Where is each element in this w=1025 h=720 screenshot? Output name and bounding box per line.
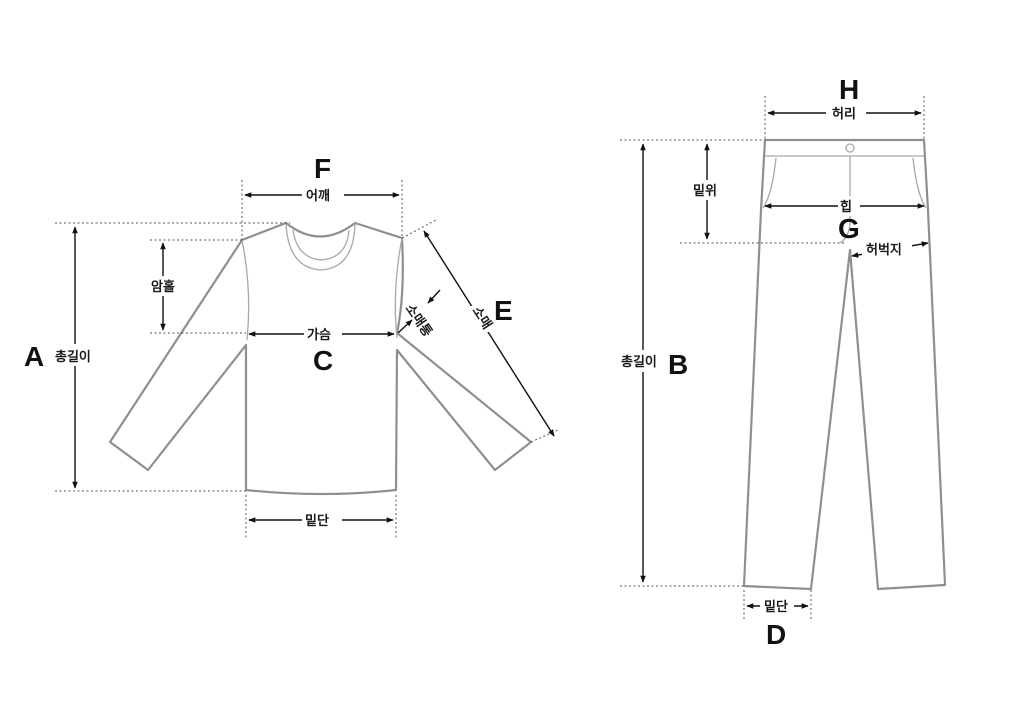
letter-d: D <box>766 619 786 650</box>
pants-labels: H 허리 밑위 힙 G 허벅지 총길이 B 밑단 D <box>621 74 902 650</box>
waist-button <box>845 143 855 153</box>
label-waist: 허리 <box>832 106 856 122</box>
letter-a: A <box>24 341 44 372</box>
letter-h: H <box>839 74 859 105</box>
letter-f: F <box>314 153 331 184</box>
label-total-length-pants: 총길이 <box>621 354 657 370</box>
label-hip: 힙 <box>840 199 852 215</box>
tshirt-left-armhole-seam <box>241 239 250 341</box>
letter-e: E <box>494 295 513 326</box>
tshirt-illustration <box>108 221 533 496</box>
label-rise: 밑위 <box>693 183 717 199</box>
label-total-length-top: 총길이 <box>55 349 91 365</box>
fly-seam <box>839 156 851 244</box>
letter-b: B <box>668 349 688 380</box>
label-hem-pants: 밑단 <box>764 599 788 615</box>
tshirt-collar-rib <box>292 229 350 261</box>
tshirt-labels: A 총길이 암홀 F 어깨 가슴 C 밑단 소매통 소매 E <box>24 153 513 529</box>
letter-c: C <box>313 345 333 376</box>
label-sleeve-opening: 소매통 <box>402 302 435 340</box>
tshirt-right-armhole-seam <box>394 237 403 339</box>
sleeve-opening-arrow <box>397 319 413 334</box>
letter-g: G <box>838 213 860 244</box>
pants-guide-lines <box>620 96 925 620</box>
label-chest: 가슴 <box>307 328 331 343</box>
label-armhole: 암홀 <box>151 279 175 295</box>
tshirt-guide-lines <box>55 180 559 540</box>
tshirt-collar-inner <box>285 222 356 271</box>
sleeve-arrow-e <box>423 230 555 437</box>
label-thigh: 허벅지 <box>866 242 902 258</box>
label-hem-top: 밑단 <box>305 513 329 529</box>
label-shoulder: 어깨 <box>306 188 330 204</box>
